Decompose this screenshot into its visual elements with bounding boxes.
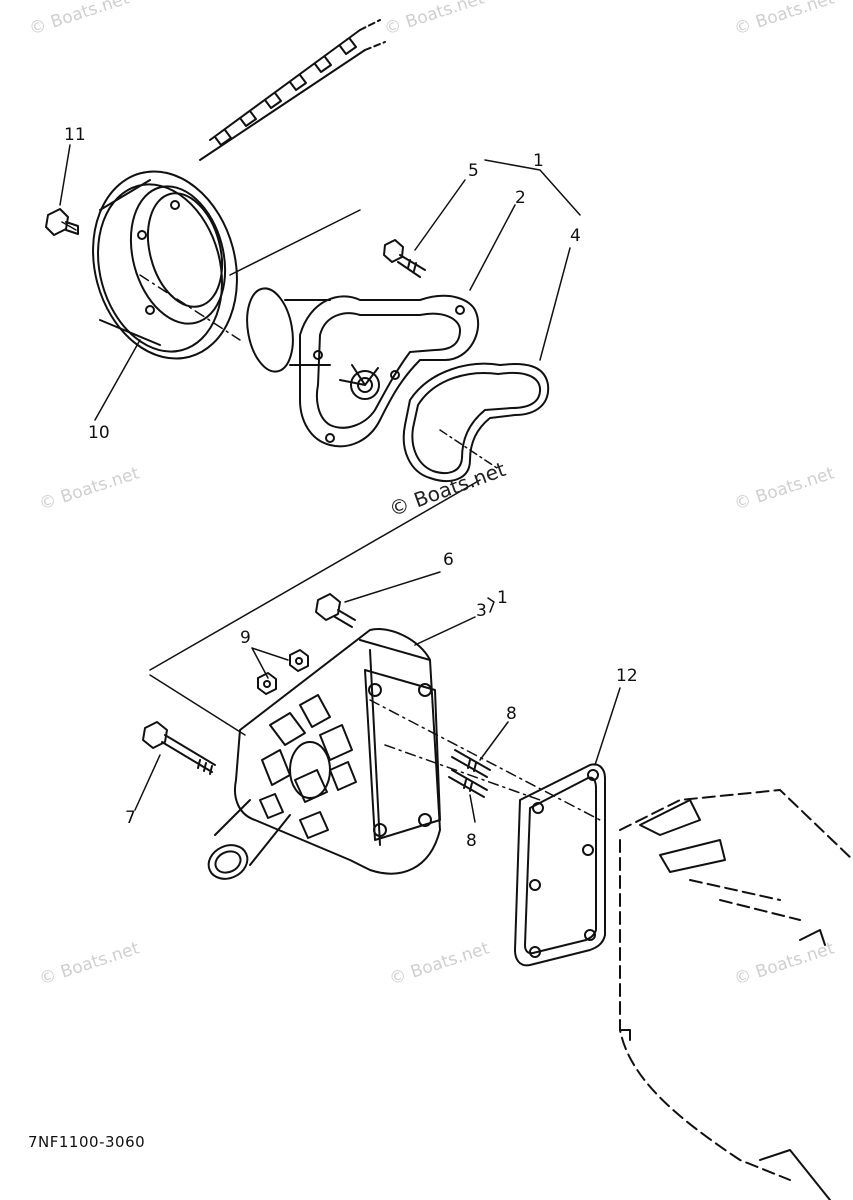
callout-part-6: 6 <box>443 550 454 570</box>
callout-part-9: 9 <box>240 628 251 648</box>
callout-part-3: 3 <box>476 601 487 621</box>
studs-8 <box>448 749 491 798</box>
pulley <box>92 170 238 360</box>
group-bracket-mid <box>487 597 495 613</box>
bolt-7 <box>142 721 216 775</box>
leader-lines-lower <box>134 571 621 823</box>
drawing-code: 7NF1100-3060 <box>28 1133 146 1151</box>
water-pump <box>246 287 480 448</box>
callout-part-2: 2 <box>515 188 526 208</box>
alignment-line <box>149 479 481 736</box>
callout-part-11: 11 <box>64 125 86 145</box>
callout-part-8-lower: 8 <box>466 831 477 851</box>
bolt-11 <box>45 208 79 236</box>
callout-part-8-upper: 8 <box>506 704 517 724</box>
callout-part-12: 12 <box>616 666 638 686</box>
callout-part-4: 4 <box>570 226 581 246</box>
group-bracket-top <box>484 159 581 216</box>
callout-part-5: 5 <box>468 161 479 181</box>
pulley-center-line <box>139 274 241 341</box>
pump-housing <box>207 628 441 880</box>
o-ring-gasket <box>402 362 550 482</box>
gasket-center-line <box>439 429 501 471</box>
housing-center-lines <box>369 699 601 821</box>
engine-block-outline <box>619 789 853 1200</box>
flat-gasket <box>514 763 606 967</box>
bolt-5 <box>383 239 426 278</box>
pulley-axis-line <box>229 209 361 276</box>
callout-part-1-mid: 1 <box>497 588 508 608</box>
callout-part-1-top: 1 <box>533 151 544 171</box>
callout-part-7: 7 <box>125 808 136 828</box>
callout-part-10: 10 <box>88 423 110 443</box>
timing-belt <box>199 19 386 161</box>
leader-lines-upper <box>59 144 571 421</box>
bolt-6 <box>315 593 356 628</box>
nuts-9 <box>257 649 309 695</box>
